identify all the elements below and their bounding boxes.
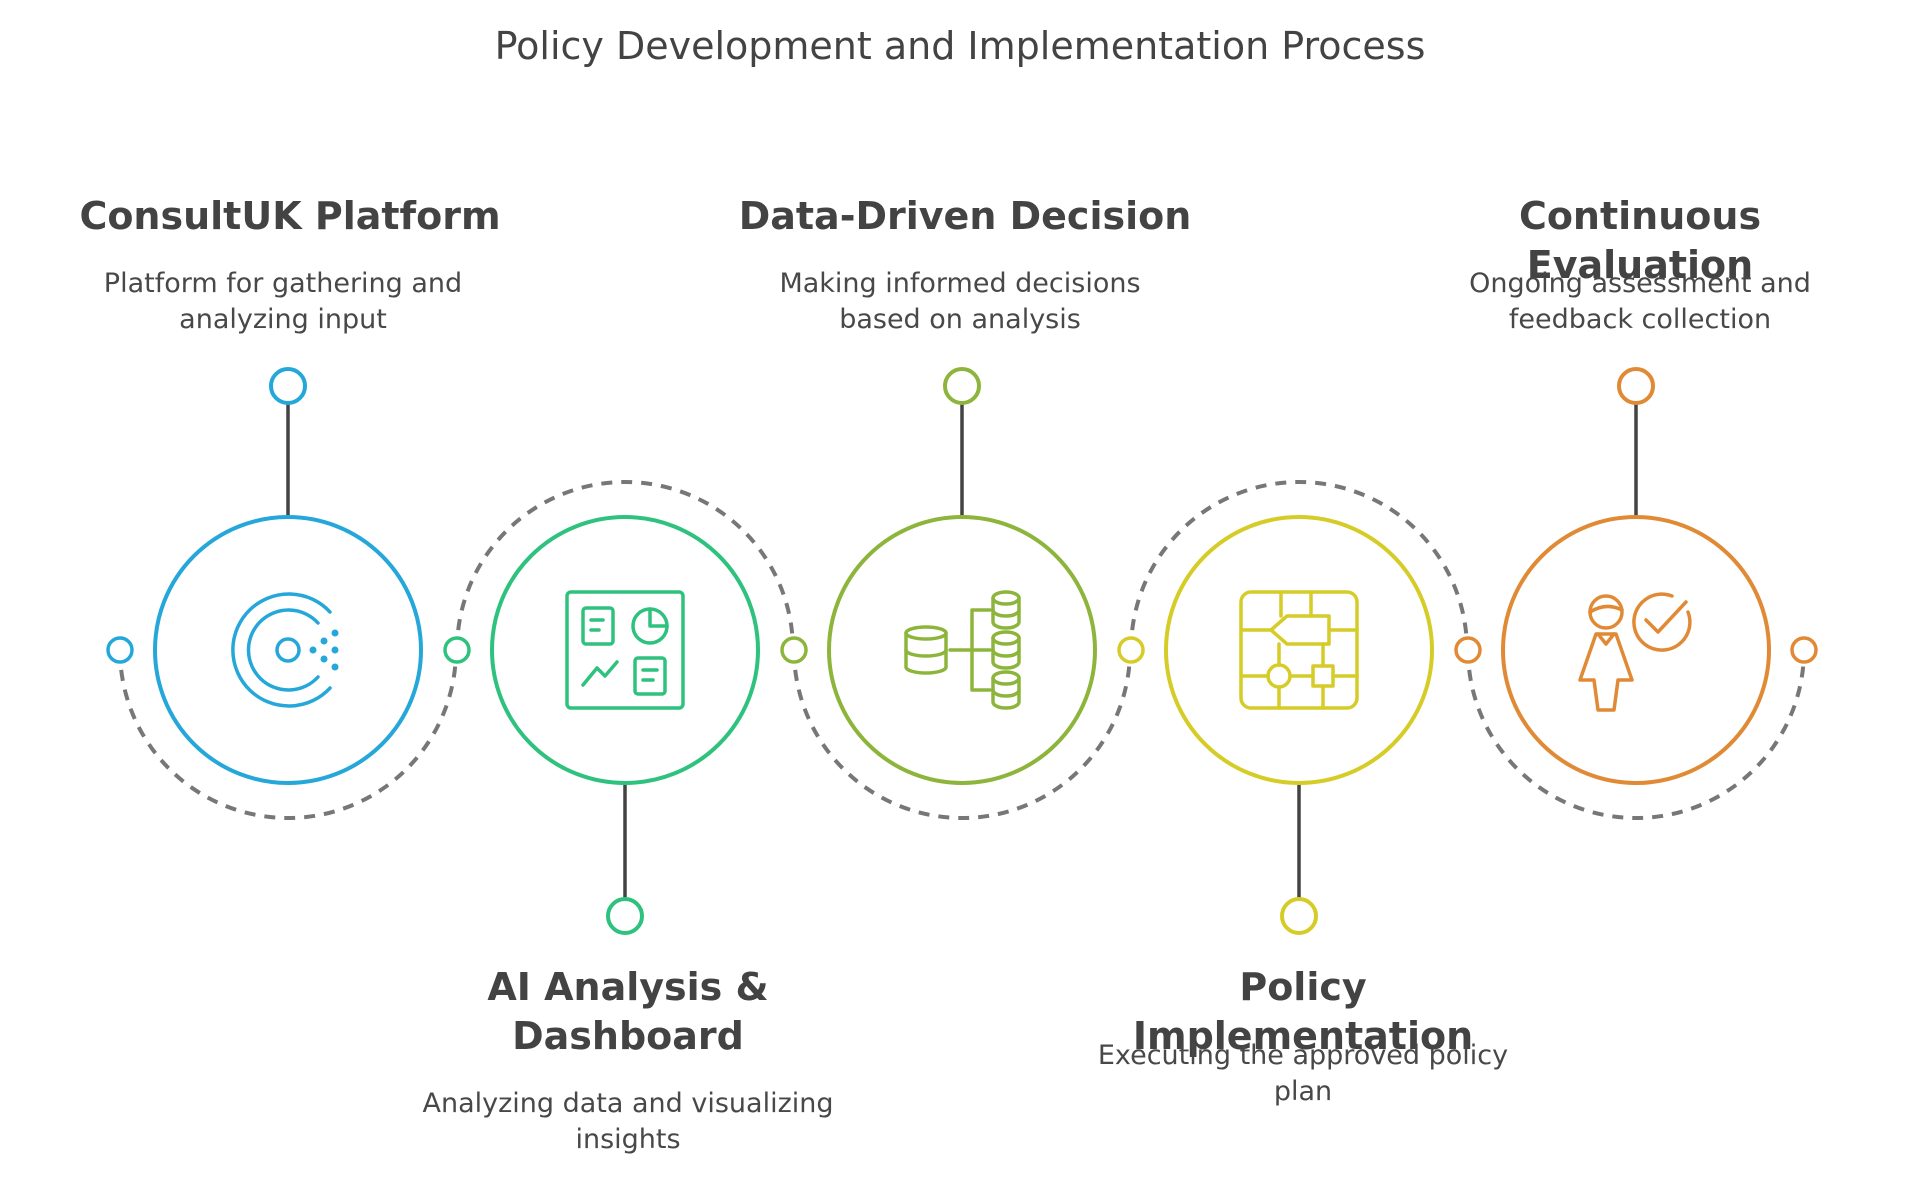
dashed-arc-4	[1129, 480, 1469, 651]
step-title-data-driven: Data-Driven Decision	[738, 194, 1192, 238]
arc-node-3-left	[780, 636, 808, 664]
arc-node-1-left	[106, 636, 134, 664]
step-title-ai-analysis: AI Analysis & Dashboard	[487, 965, 769, 1058]
connector-node-1	[269, 367, 307, 405]
step-desc-policy-impl: Executing the approved policy plan	[1097, 1040, 1509, 1107]
step-circle-5	[1501, 515, 1771, 785]
connector-node-3	[943, 367, 981, 405]
step-title-continuous-eval: Continuous Evaluation	[1518, 194, 1762, 287]
step-circles	[106, 515, 1818, 785]
step-circle-2	[490, 515, 760, 785]
connector-node-2	[606, 897, 644, 935]
dashed-arc-3	[792, 649, 1132, 820]
step-desc-continuous-eval: Ongoing assessment and feedback collecti…	[1469, 268, 1811, 335]
dashed-arc-1	[118, 649, 458, 820]
arc-node-2-left	[443, 636, 471, 664]
person-check-icon	[1578, 592, 1692, 712]
dashed-arcs	[118, 480, 1806, 820]
dashed-arc-2	[455, 480, 795, 651]
connector-node-4	[1280, 897, 1318, 935]
step-title-consultuk: ConsultUK Platform	[79, 194, 501, 238]
database-tree-icon	[904, 590, 1021, 710]
step-desc-data-driven: Making informed decisions based on analy…	[779, 268, 1141, 335]
consultation-logo-icon	[231, 592, 339, 708]
step-icons	[231, 590, 1692, 712]
step-circle-1	[153, 515, 423, 785]
step-title-policy-impl: Policy Implementation	[1132, 965, 1474, 1058]
step-circle-4	[1164, 515, 1434, 785]
arc-node-5-left	[1454, 636, 1482, 664]
arc-node-4-left	[1117, 636, 1145, 664]
dashed-arc-5	[1466, 649, 1806, 820]
dashboard-icon	[565, 590, 685, 710]
flowchart-icon	[1239, 590, 1359, 710]
connectors	[269, 367, 1655, 935]
connector-node-5	[1617, 367, 1655, 405]
step-desc-consultuk: Platform for gathering and analyzing inp…	[103, 268, 463, 335]
arc-node-5-right	[1790, 636, 1818, 664]
page-title: Policy Development and Implementation Pr…	[494, 24, 1426, 68]
step-desc-ai-analysis: Analyzing data and visualizing insights	[422, 1088, 834, 1155]
